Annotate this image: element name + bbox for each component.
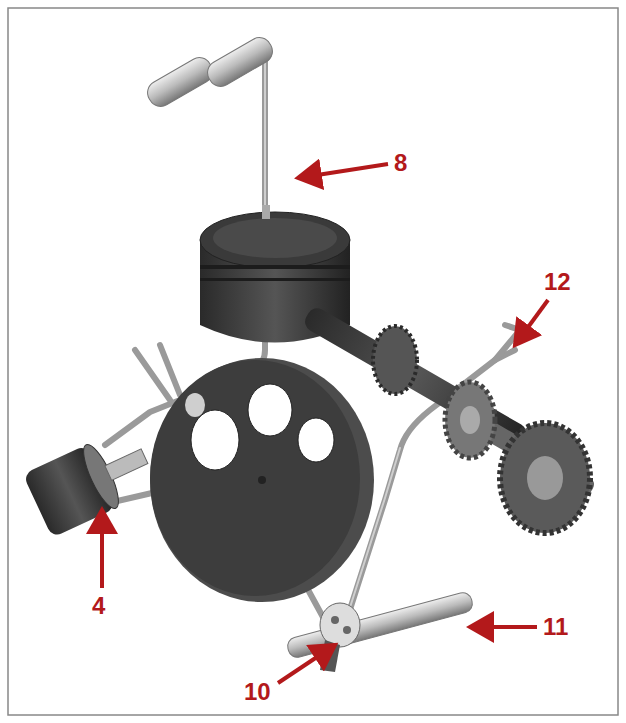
callout-arrows — [102, 164, 548, 683]
frame — [8, 8, 618, 715]
top-rollers — [143, 33, 277, 111]
callout-number: 4 — [92, 594, 105, 618]
callout-number: 12 — [544, 270, 571, 294]
gearbox-shafts — [301, 305, 597, 533]
callout-number: 8 — [394, 151, 407, 175]
callout-number: 11 — [543, 615, 568, 639]
starter-motor — [23, 424, 160, 537]
oil-pipes — [100, 58, 520, 630]
flywheel — [150, 358, 374, 602]
callout-number: 10 — [244, 680, 271, 704]
